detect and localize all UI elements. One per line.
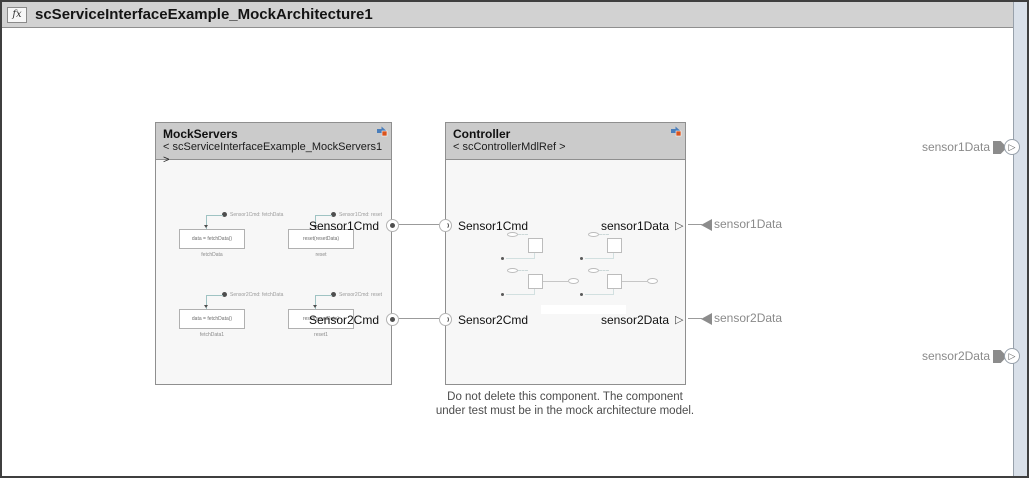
boundary-port-sensor2data[interactable]: ▷ (1004, 348, 1020, 364)
mock-block-reset1: Sensor2Cmd: reset reset(resetData) reset… (288, 287, 418, 339)
boundary-arrow-icon[interactable] (993, 141, 1007, 154)
block-annotation: Sensor2Cmd: reset (339, 292, 383, 298)
service-dot-icon (222, 212, 227, 217)
block-caption: fetchData (201, 252, 223, 258)
boundary-strip (1013, 2, 1027, 476)
connector-line (315, 215, 332, 229)
connector-line (206, 215, 223, 229)
signal-label-sensor2data: sensor2Data (714, 311, 783, 325)
model-reference-badge-icon (377, 126, 388, 137)
server-port-sensor1cmd[interactable] (386, 219, 399, 232)
service-dot-icon (331, 292, 336, 297)
arc-port-icon (442, 222, 449, 229)
signal-label-sensor1data: sensor1Data (714, 217, 783, 231)
arrow-down-icon (204, 225, 208, 228)
note-line-2: under test must be in the mock architect… (435, 405, 695, 417)
boundary-label-sensor2data: sensor2Data (921, 349, 990, 363)
connector-sensor1cmd[interactable] (399, 224, 439, 225)
port-label-sensor1data: sensor1Data (600, 219, 669, 233)
filled-port-icon (390, 317, 395, 322)
boundary-label-sensor1data: sensor1Data (921, 140, 990, 154)
connector-line (315, 295, 332, 309)
filled-port-icon (390, 223, 395, 228)
page-title: scServiceInterfaceExample_MockArchitectu… (35, 6, 373, 23)
block-caption: fetchData1 (199, 332, 225, 338)
block-code: data = fetchData() (191, 236, 233, 242)
port-label-sensor1cmd: Sensor1Cmd (458, 219, 529, 233)
client-port-sensor1cmd[interactable] (439, 219, 452, 232)
fx-icon-label: fx (12, 9, 22, 20)
link-line-sensor2data[interactable] (688, 318, 702, 319)
block-body: data = fetchData() (179, 309, 245, 329)
boundary-port-sensor1data[interactable]: ▷ (1004, 139, 1020, 155)
mock-block-fetchdata1: Sensor2Cmd: fetchData data = fetchData()… (179, 287, 309, 339)
component-type-label: < scServiceInterfaceExample_MockServers1… (163, 141, 383, 166)
signal-stub-icon[interactable] (701, 219, 712, 231)
port-label-sensor2cmd: Sensor2Cmd (308, 313, 379, 327)
do-not-delete-note: Do not delete this component. The compon… (395, 390, 735, 418)
arrow-down-icon (313, 225, 317, 228)
component-controller[interactable]: Controller < scControllerMdlRef > Sensor… (439, 122, 686, 385)
service-dot-icon (331, 212, 336, 217)
arrow-down-icon (313, 305, 317, 308)
port-label-sensor1cmd: Sensor1Cmd (308, 219, 379, 233)
component-mockservers[interactable]: MockServers < scServiceInterfaceExample_… (155, 122, 399, 385)
block-code: reset(resetData) (302, 316, 340, 322)
block-annotation: Sensor1Cmd: reset (339, 212, 383, 218)
block-code: data = fetchData() (191, 316, 233, 322)
fx-icon[interactable]: fx (7, 6, 27, 23)
output-port-sensor1data[interactable]: ▷ (675, 220, 684, 232)
link-line-sensor1data[interactable] (688, 224, 702, 225)
service-dot-icon (222, 292, 227, 297)
block-annotation: Sensor1Cmd: fetchData (230, 212, 284, 218)
block-body: reset(resetData) (288, 229, 354, 249)
boundary-arrow-icon[interactable] (993, 350, 1007, 363)
port-label-sensor2cmd: Sensor2Cmd (458, 313, 529, 327)
connector-line (206, 295, 223, 309)
server-port-sensor2cmd[interactable] (386, 313, 399, 326)
output-port-sensor2data[interactable]: ▷ (675, 314, 684, 326)
signal-stub-icon[interactable] (701, 313, 712, 325)
component-name: MockServers (163, 127, 238, 141)
model-reference-badge-icon (671, 126, 682, 137)
triangle-icon: ▷ (1008, 350, 1016, 361)
arrow-down-icon (204, 305, 208, 308)
port-label-sensor2data: sensor2Data (600, 313, 669, 327)
title-bar: fx scServiceInterfaceExample_MockArchite… (2, 2, 1013, 28)
block-body: reset(resetData) (288, 309, 354, 329)
mock-block-fetchdata: Sensor1Cmd: fetchData data = fetchData()… (179, 207, 309, 259)
connector-sensor2cmd[interactable] (399, 318, 439, 319)
note-line-1: Do not delete this component. The compon… (447, 391, 683, 403)
mock-block-reset: Sensor1Cmd: reset reset(resetData) reset (288, 207, 418, 259)
component-mockservers-header: MockServers < scServiceInterfaceExample_… (156, 123, 391, 166)
component-type-label: < scControllerMdlRef > (453, 141, 566, 153)
block-code: reset(resetData) (302, 236, 340, 242)
triangle-icon: ▷ (1008, 141, 1016, 152)
block-caption: reset (315, 252, 327, 258)
block-annotation: Sensor2Cmd: fetchData (230, 292, 284, 298)
block-body: data = fetchData() (179, 229, 245, 249)
arc-port-icon (442, 316, 449, 323)
block-caption: reset1 (314, 332, 328, 338)
client-port-sensor2cmd[interactable] (439, 313, 452, 326)
component-controller-header: Controller < scControllerMdlRef > (446, 123, 685, 160)
component-name: Controller (453, 127, 511, 141)
